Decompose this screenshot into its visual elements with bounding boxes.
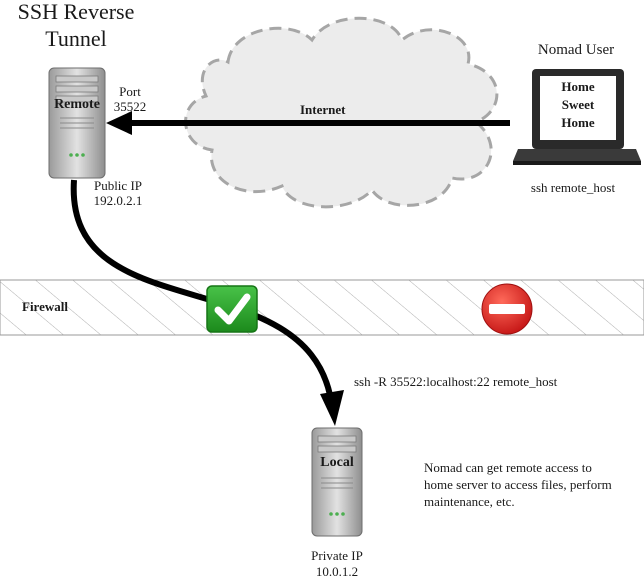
check-icon: [206, 285, 258, 333]
remote-server-icon: [48, 67, 106, 179]
firewall-band: [0, 279, 644, 336]
description-line-3: maintenance, etc.: [424, 494, 515, 509]
remote-port-value: 35522: [113, 99, 147, 114]
nomad-user-title: Nomad User: [537, 42, 615, 58]
nomad-command: ssh remote_host: [530, 180, 616, 195]
no-entry-icon: [481, 283, 533, 335]
description-line-1: Nomad can get remote access to: [424, 460, 592, 475]
internet-cloud: [184, 16, 499, 209]
description-line-2: home server to access files, perform: [424, 477, 612, 492]
screen-line-3: Home: [561, 115, 595, 130]
local-server-icon: [311, 427, 363, 537]
tunnel-arrow: [70, 179, 344, 426]
remote-port-label: Port: [119, 84, 141, 99]
remote-ip-value: 192.0.2.1: [93, 193, 143, 208]
diagram-title: SSH Reverse Tunnel: [17, 0, 135, 51]
local-ip-value: 10.0.1.2: [315, 564, 359, 579]
laptop-icon: [513, 69, 641, 165]
remote-ip-label: Public IP: [93, 178, 143, 193]
screen-line-2: Sweet: [561, 97, 595, 112]
internet-label: Internet: [300, 102, 346, 117]
screen-line-1: Home: [561, 79, 595, 94]
remote-label: Remote: [54, 97, 100, 112]
internet-arrow: [106, 111, 510, 135]
tunnel-command: ssh -R 35522:localhost:22 remote_host: [354, 374, 558, 389]
firewall-label: Firewall: [22, 299, 68, 314]
local-ip-label: Private IP: [311, 548, 363, 563]
local-label: Local: [320, 455, 354, 470]
